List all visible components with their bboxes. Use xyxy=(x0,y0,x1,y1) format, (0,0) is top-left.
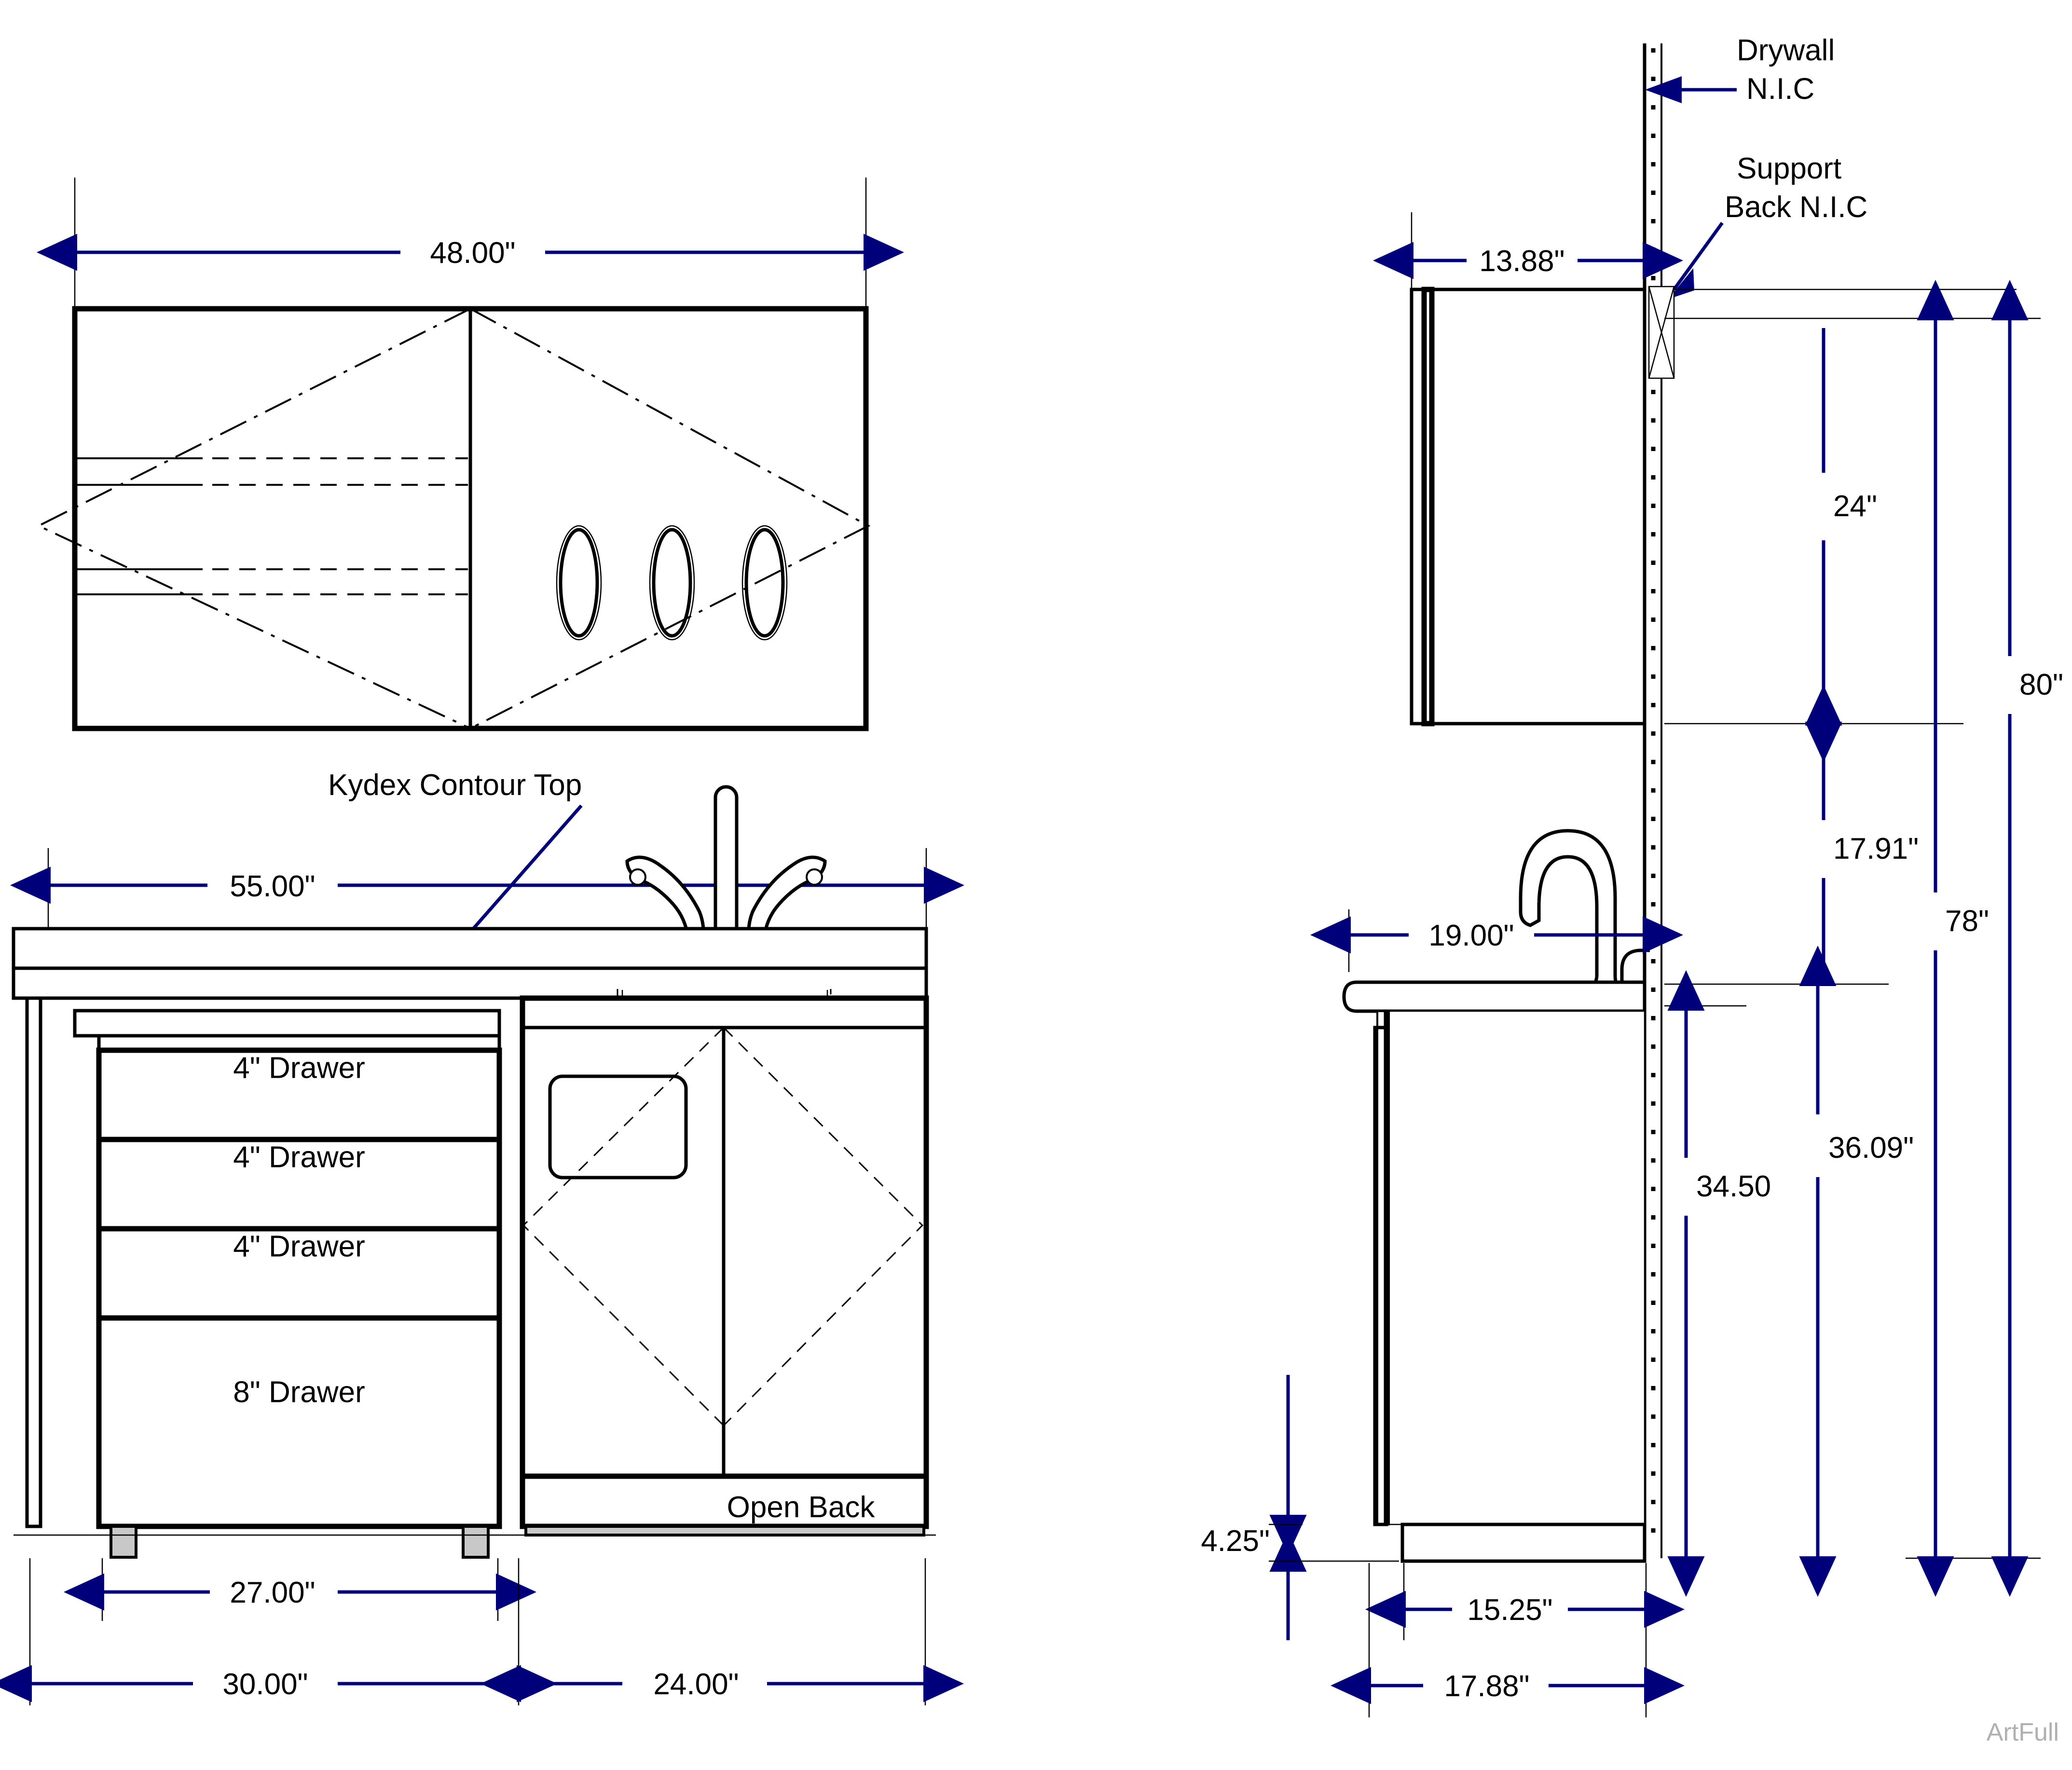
dimension-label-19: 19.00" xyxy=(1428,919,1514,952)
sink-bay-access-panel xyxy=(548,1074,688,1180)
faucet-handle-pivot-right xyxy=(806,868,823,886)
dimension-label-27: 27.00" xyxy=(230,1576,315,1609)
upper-cabinet-door-edge xyxy=(1421,287,1435,727)
dimension-upper-clearance: 17.91" xyxy=(1805,685,1919,982)
left-end-panel xyxy=(25,996,42,1528)
hook-outline-3 xyxy=(741,525,788,641)
front-lower-view: Kydex Contour Top 55.00" xyxy=(0,768,964,1705)
leader-arrowhead-support xyxy=(1668,268,1694,299)
dimension-label-34-50: 34.50 xyxy=(1696,1170,1771,1203)
cabinet-leg-left xyxy=(110,1525,137,1559)
label-support-line1: Support xyxy=(1737,152,1841,185)
upper-cabinet-box xyxy=(1410,288,1647,726)
side-section-view: Drywall N.I.C Support Back N.I.C xyxy=(1201,34,2063,1717)
dimension-upper-width: 48.00" xyxy=(37,233,904,271)
label-kydex-contour-top: Kydex Contour Top xyxy=(328,768,582,802)
countertop-lower-band xyxy=(12,966,928,1000)
drawer-bank-top-rail xyxy=(73,1009,501,1038)
dimension-label-24: 24.00" xyxy=(653,1668,739,1701)
base-cabinet-side-body xyxy=(1383,1010,1646,1525)
hook-outline-2 xyxy=(649,525,695,641)
label-support-line2: Back N.I.C xyxy=(1725,191,1867,224)
support-back-bracket xyxy=(1648,286,1675,379)
dimension-label-78: 78" xyxy=(1945,905,1989,938)
dimension-sink-bay-width: 24.00" xyxy=(480,1665,964,1702)
drawer-label-2: 4" Drawer xyxy=(233,1140,365,1174)
hook-icon-1 xyxy=(559,528,599,638)
dimension-label-24in: 24" xyxy=(1833,490,1877,523)
faucet-gooseneck-outer xyxy=(1519,829,1617,977)
countertop-upper-band xyxy=(12,927,928,970)
dimension-label-17-88: 17.88" xyxy=(1444,1670,1529,1703)
drawer-front-1[interactable] xyxy=(96,1047,502,1142)
dimension-label-17-91: 17.91" xyxy=(1833,832,1919,865)
label-drywall-line1: Drywall xyxy=(1737,34,1835,67)
dimension-label-13-88: 13.88" xyxy=(1479,245,1564,278)
hook-icon-2 xyxy=(652,528,692,638)
drawer-stack: 4" Drawer 4" Drawer 4" Drawer 8" Drawer xyxy=(96,1047,502,1529)
upper-cabinet-hooks xyxy=(556,525,788,641)
door-swing-right xyxy=(470,308,871,729)
drawer-label-3: 4" Drawer xyxy=(233,1230,365,1263)
faucet-aerator xyxy=(1519,898,1541,927)
faucet-supply-line xyxy=(1620,948,1650,970)
leader-arrowhead-drywall xyxy=(1645,76,1682,103)
dimension-upper-depth: 13.88" xyxy=(1373,242,1683,279)
dimension-counter-height: 34.50 xyxy=(1667,970,1771,1597)
support-back-x2 xyxy=(1648,286,1675,379)
toe-kick-box xyxy=(1400,1523,1647,1563)
drawer-label-4: 8" Drawer xyxy=(233,1375,365,1409)
label-drywall-nic: Drywall N.I.C xyxy=(1645,34,1835,106)
open-back-base-rail xyxy=(524,1525,925,1537)
dimension-toe-kick-height: 4.25" xyxy=(1201,1375,1399,1640)
dimension-overall-wall: 80" xyxy=(1991,280,2063,1597)
dimension-label-36-09: 36.09" xyxy=(1828,1131,1914,1165)
dimension-label-30: 30.00" xyxy=(222,1668,308,1701)
label-drywall-line2: N.I.C xyxy=(1746,72,1814,106)
wall-assembly xyxy=(1643,43,1662,1558)
dimension-upper-height: 24" xyxy=(1805,328,1877,762)
sink-door-swing-left xyxy=(522,1027,725,1427)
watermark-artfull: ArtFull xyxy=(1987,1718,2059,1746)
front-upper-view: 48.00" xyxy=(36,178,904,731)
upper-cabinet-section xyxy=(1410,287,1647,727)
label-support-back-nic: Support Back N.I.C xyxy=(1668,152,1867,299)
dimension-label-80: 80" xyxy=(2019,668,2063,701)
dimension-drawer-bank-inner: 27.00" xyxy=(64,1573,536,1611)
label-open-back: Open Back xyxy=(727,1491,876,1524)
faucet-gooseneck-inner xyxy=(1537,855,1599,977)
dimension-drawer-bank-outer: 30.00" xyxy=(0,1665,557,1702)
dimension-label-48: 48.00" xyxy=(430,236,515,270)
drawer-front-2[interactable] xyxy=(96,1137,502,1232)
dimension-label-55: 55.00" xyxy=(230,870,315,903)
dimension-label-4-25: 4.25" xyxy=(1201,1524,1270,1558)
hook-outline-1 xyxy=(556,525,602,641)
faucet-handle-pivot-left xyxy=(629,868,646,886)
dimension-counter-to-floor: 36.09" xyxy=(1799,946,1914,1597)
hook-icon-3 xyxy=(744,528,785,638)
drawer-label-1: 4" Drawer xyxy=(233,1051,365,1084)
dimension-base-depth: 15.25" xyxy=(1365,1591,1685,1628)
dimension-counter-depth: 19.00" xyxy=(1310,916,1683,954)
sink-door-swing-right xyxy=(723,1027,924,1427)
leader-line-support xyxy=(1673,221,1724,291)
countertop-side-section xyxy=(1342,980,1647,1013)
dimension-label-15-25: 15.25" xyxy=(1467,1593,1552,1627)
dimension-wall-to-counter: 78" xyxy=(1917,280,1989,1597)
cabinet-leg-right xyxy=(462,1525,490,1559)
dimension-toe-depth: 17.88" xyxy=(1331,1667,1685,1704)
dimension-counter-width: 55.00" xyxy=(10,866,964,904)
drawer-front-4[interactable] xyxy=(96,1315,502,1529)
door-swing-left xyxy=(36,308,471,729)
